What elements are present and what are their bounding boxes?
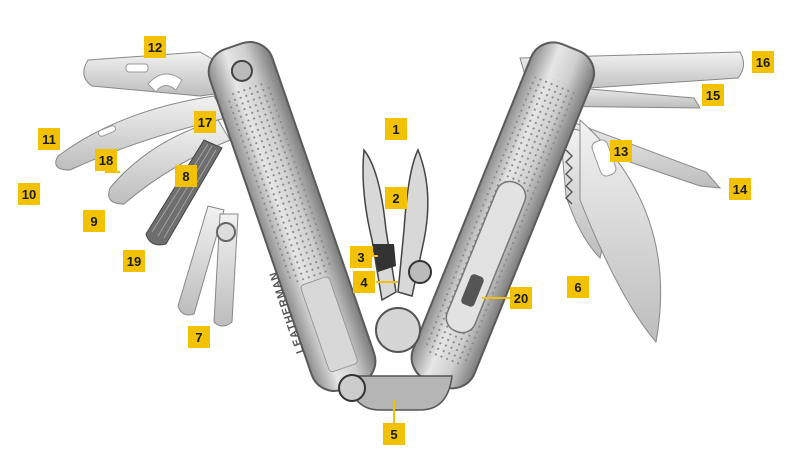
opener-slot	[125, 63, 149, 73]
file-teeth	[151, 143, 217, 239]
callout-17-text: 17	[197, 114, 213, 130]
serration-edge	[565, 149, 573, 205]
callout-20: 20	[510, 287, 532, 309]
callout-7: 7	[188, 326, 210, 348]
left-handle-texture	[228, 82, 333, 283]
callout-8: 8	[175, 165, 197, 187]
callout-10: 10	[18, 183, 40, 205]
callout-13: 13	[610, 140, 632, 162]
callout-6: 6	[567, 276, 589, 298]
left-tools	[55, 51, 239, 327]
left-handle-logo-plate	[300, 276, 358, 373]
callout-4-text: 4	[360, 274, 368, 290]
callout-6-text: 6	[574, 279, 582, 295]
callout-13-text: 13	[613, 143, 629, 159]
callout-18: 18	[95, 149, 117, 171]
callout-19-text: 19	[126, 253, 142, 269]
callout-5-text: 5	[390, 426, 398, 442]
callout-15: 15	[702, 84, 724, 106]
callout-19: 19	[123, 250, 145, 272]
callout-11-text: 11	[42, 131, 56, 147]
callout-14: 14	[729, 178, 751, 200]
callout-18-text: 18	[98, 152, 114, 168]
left-handle	[207, 41, 377, 392]
bottom-rivet-left	[338, 374, 366, 402]
callout-5: 5	[383, 423, 405, 445]
pliers-pivot	[408, 260, 432, 284]
callout-14-text: 14	[732, 181, 748, 197]
callout-2-text: 2	[392, 190, 400, 206]
callout-8-text: 8	[182, 168, 190, 184]
wire-cutter-jaw	[372, 244, 396, 272]
callout-11: 11	[38, 128, 60, 150]
left-handle-rivet-top	[230, 59, 253, 82]
callout-4: 4	[353, 271, 375, 293]
scissors-blade-b	[213, 213, 239, 327]
callout-16-text: 16	[755, 54, 771, 70]
callout-1-text: 1	[392, 121, 400, 137]
pliers-hub	[375, 307, 421, 353]
callout-9-text: 9	[90, 213, 98, 229]
callout-16: 16	[752, 51, 774, 73]
callout-7-text: 7	[195, 329, 203, 345]
pliers-jaw-right	[397, 148, 429, 297]
callout-15-text: 15	[705, 87, 721, 103]
callout-10-text: 10	[21, 186, 37, 202]
can-opener-slot	[97, 125, 117, 137]
scissors-pivot	[216, 222, 236, 242]
callout-20-text: 20	[513, 290, 529, 306]
clip-slot	[461, 274, 484, 307]
callout-3-text: 3	[357, 249, 365, 265]
right-handle	[410, 41, 595, 390]
callout-2: 2	[385, 187, 407, 209]
callout-12-text: 12	[147, 39, 163, 55]
callout-3: 3	[350, 246, 372, 268]
leader-3	[371, 246, 378, 257]
pliers	[338, 148, 453, 411]
opener-hook	[147, 73, 183, 93]
callout-17: 17	[194, 111, 216, 133]
callout-12: 12	[144, 36, 166, 58]
callout-1: 1	[385, 118, 407, 140]
callout-9: 9	[83, 210, 105, 232]
knife-blade-tool	[579, 118, 662, 344]
